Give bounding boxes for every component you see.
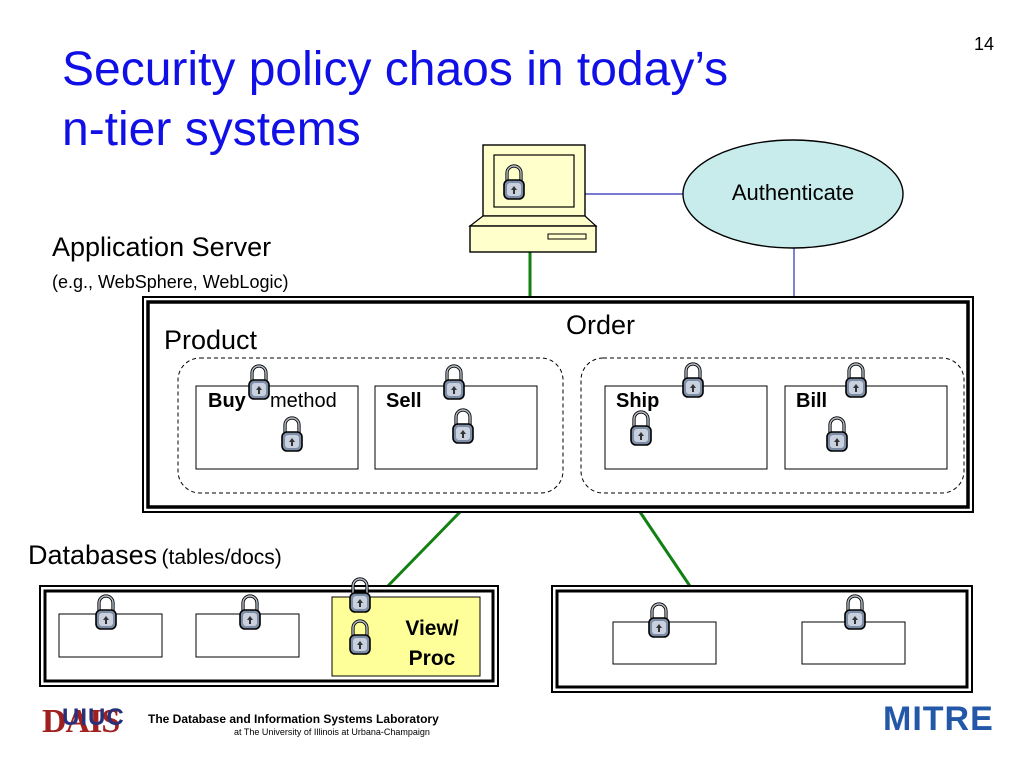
- product-group: [177, 357, 564, 494]
- server-db2-link: [638, 511, 700, 599]
- desktop-computer-icon: [468, 144, 598, 253]
- title-line-1: Security policy chaos in today’s: [62, 43, 729, 96]
- title-line-2: n-tier systems: [62, 103, 361, 156]
- dais-logo: DAIS: [42, 703, 120, 740]
- authenticate-label: Authenticate: [731, 180, 855, 205]
- authenticate-ellipse: [682, 139, 904, 249]
- bill-component: [784, 385, 948, 470]
- lab-affiliation: at The University of Illinois at Urbana-…: [234, 727, 430, 737]
- sell-label: Sell: [386, 390, 422, 412]
- mitre-logo: MITRE: [883, 700, 994, 738]
- page-number: 14: [973, 34, 994, 54]
- ship-label: Ship: [616, 390, 660, 412]
- databases-sublabel: (tables/docs): [161, 546, 282, 569]
- buy-method-label: method: [270, 390, 337, 412]
- buy-label: Buy: [208, 390, 246, 412]
- app-server-sublabel: (e.g., WebSphere, WebLogic): [52, 272, 289, 292]
- order-label: Order: [566, 310, 636, 340]
- buy-component: [195, 385, 359, 470]
- databases-label: Databases: [28, 540, 158, 570]
- product-label: Product: [164, 325, 258, 355]
- view-proc-label: View/ Proc: [405, 617, 459, 670]
- databases-label-row: Databases (tables/docs): [28, 540, 282, 571]
- order-group: [580, 357, 965, 494]
- uiuc-logo: UIUC: [62, 704, 125, 731]
- view-lock-icon: [348, 577, 372, 614]
- lab-name: The Database and Information Systems Lab…: [148, 712, 439, 726]
- server-db1-link: [382, 510, 462, 592]
- slide-title: Security policy chaos in today’s n-tier …: [62, 40, 922, 160]
- app-server-label: Application Server: [52, 232, 272, 262]
- bill-label: Bill: [796, 390, 828, 412]
